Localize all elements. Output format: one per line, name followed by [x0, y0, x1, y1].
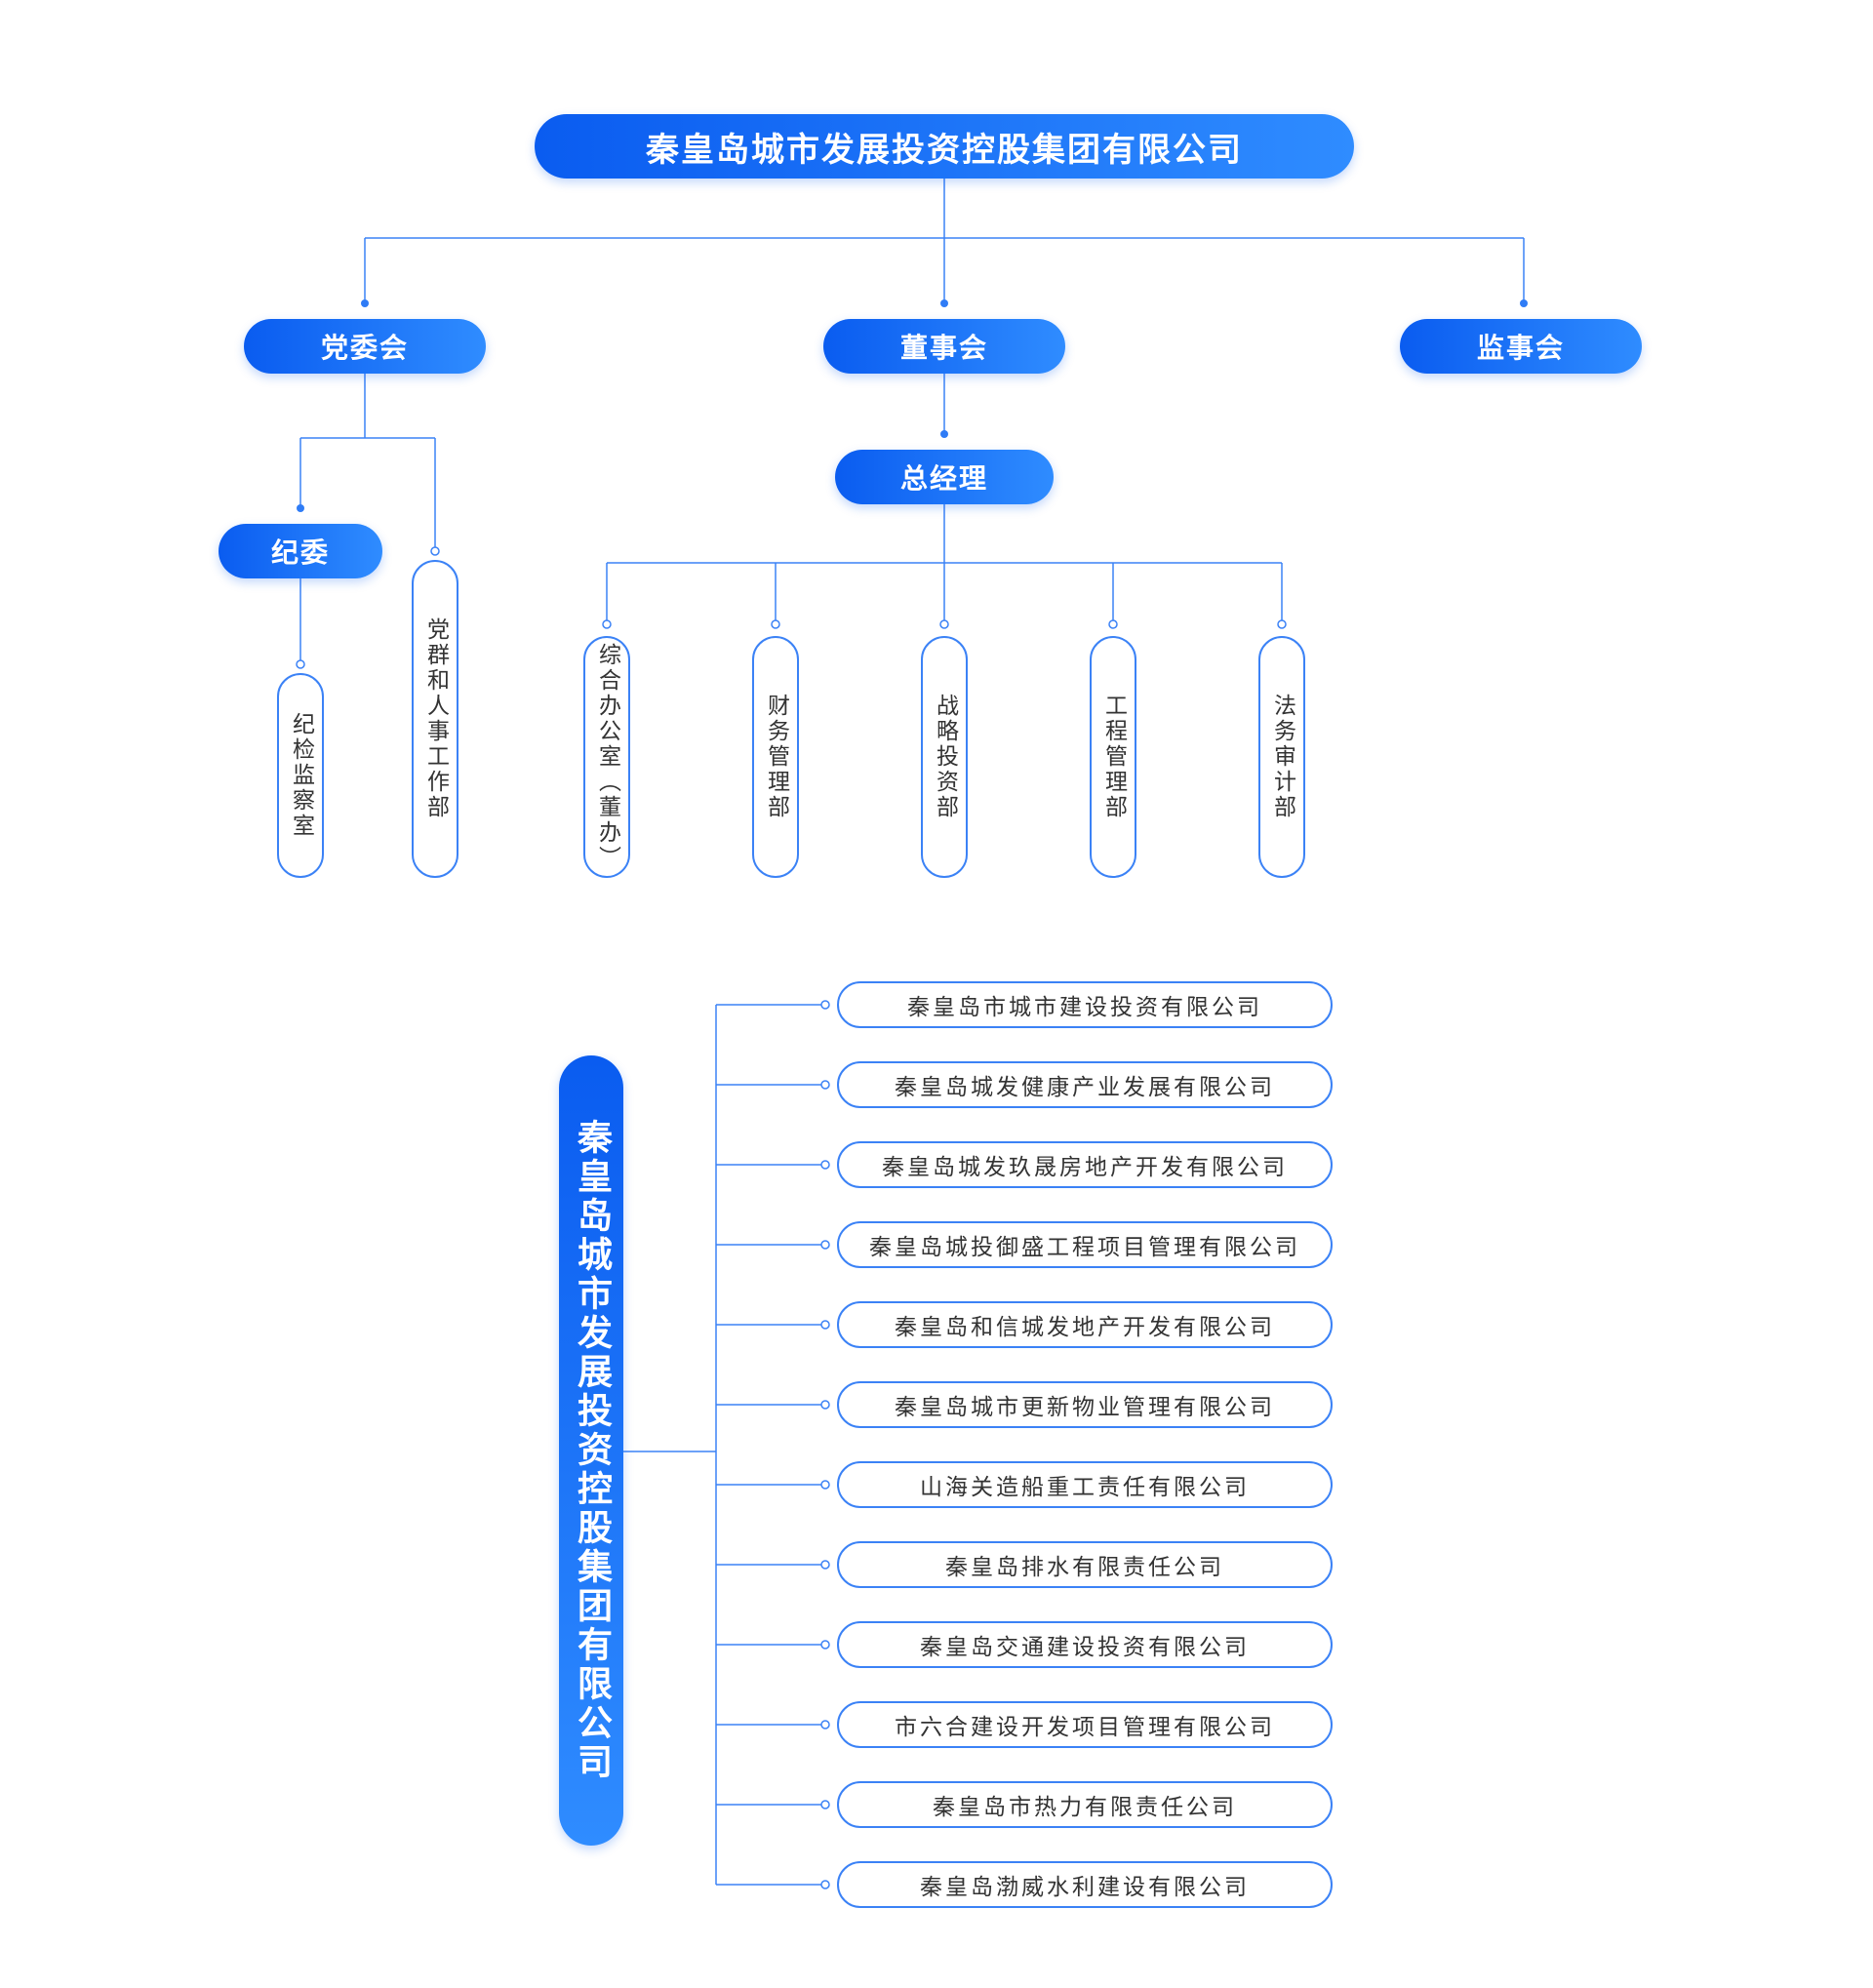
connector-dot — [820, 1320, 830, 1330]
connector-dot — [820, 1160, 830, 1170]
subsidiary-node: 秦皇岛城发玖晟房地产开发有限公司 — [837, 1141, 1333, 1188]
connector-dot — [1108, 619, 1118, 629]
connector-dot — [820, 1560, 830, 1570]
department-node: 法务审计部 — [1258, 636, 1305, 878]
group-title-node: 秦皇岛城市发展投资控股集团有限公司 — [535, 114, 1354, 179]
connector-dot — [820, 1080, 830, 1090]
subsidiary-node: 秦皇岛市热力有限责任公司 — [837, 1781, 1333, 1828]
department-node: 工程管理部 — [1090, 636, 1136, 878]
connector-dot — [1520, 299, 1528, 307]
subsidiary-node: 秦皇岛渤威水利建设有限公司 — [837, 1861, 1333, 1908]
discipline-office-node: 纪检监察室 — [277, 673, 324, 878]
party-hr-dept-node: 党群和人事工作部 — [412, 560, 458, 878]
subsidiary-node: 秦皇岛交通建设投资有限公司 — [837, 1621, 1333, 1668]
party-committee-node: 党委会 — [244, 319, 486, 374]
subsidiary-node: 秦皇岛城投御盛工程项目管理有限公司 — [837, 1221, 1333, 1268]
connector-dot — [297, 504, 304, 512]
connector-dot — [820, 1400, 830, 1410]
supervisory-board-node: 监事会 — [1400, 319, 1642, 374]
discipline-committee-node: 纪委 — [219, 524, 382, 578]
connector-dot — [296, 659, 305, 669]
connector-dot — [361, 299, 369, 307]
group-vertical-title-node: 秦皇岛城市发展投资控股集团有限公司 — [559, 1055, 623, 1846]
subsidiary-node: 市六合建设开发项目管理有限公司 — [837, 1701, 1333, 1748]
board-node: 董事会 — [823, 319, 1065, 374]
connector-dot — [430, 546, 440, 556]
subsidiary-node: 秦皇岛市城市建设投资有限公司 — [837, 981, 1333, 1028]
connector-dot — [820, 1480, 830, 1490]
department-node: 战略投资部 — [921, 636, 968, 878]
connector-dot — [939, 619, 949, 629]
connector-dot — [820, 1000, 830, 1010]
department-node: 综合办公室（董办） — [583, 636, 630, 878]
connector-dot — [820, 1640, 830, 1650]
connector-dot — [771, 619, 780, 629]
general-manager-node: 总经理 — [835, 450, 1054, 504]
connector-dot — [820, 1800, 830, 1809]
department-node: 财务管理部 — [752, 636, 799, 878]
connector-dot — [940, 430, 948, 438]
connector-dot — [820, 1880, 830, 1889]
subsidiary-node: 秦皇岛和信城发地产开发有限公司 — [837, 1301, 1333, 1348]
connector-dot — [820, 1240, 830, 1250]
connector-dot — [820, 1720, 830, 1730]
subsidiary-node: 秦皇岛城市更新物业管理有限公司 — [837, 1381, 1333, 1428]
connector-dot — [602, 619, 612, 629]
subsidiary-node: 秦皇岛城发健康产业发展有限公司 — [837, 1061, 1333, 1108]
connector-dot — [940, 299, 948, 307]
subsidiary-node: 山海关造船重工责任有限公司 — [837, 1461, 1333, 1508]
connector-dot — [1277, 619, 1287, 629]
subsidiary-node: 秦皇岛排水有限责任公司 — [837, 1541, 1333, 1588]
